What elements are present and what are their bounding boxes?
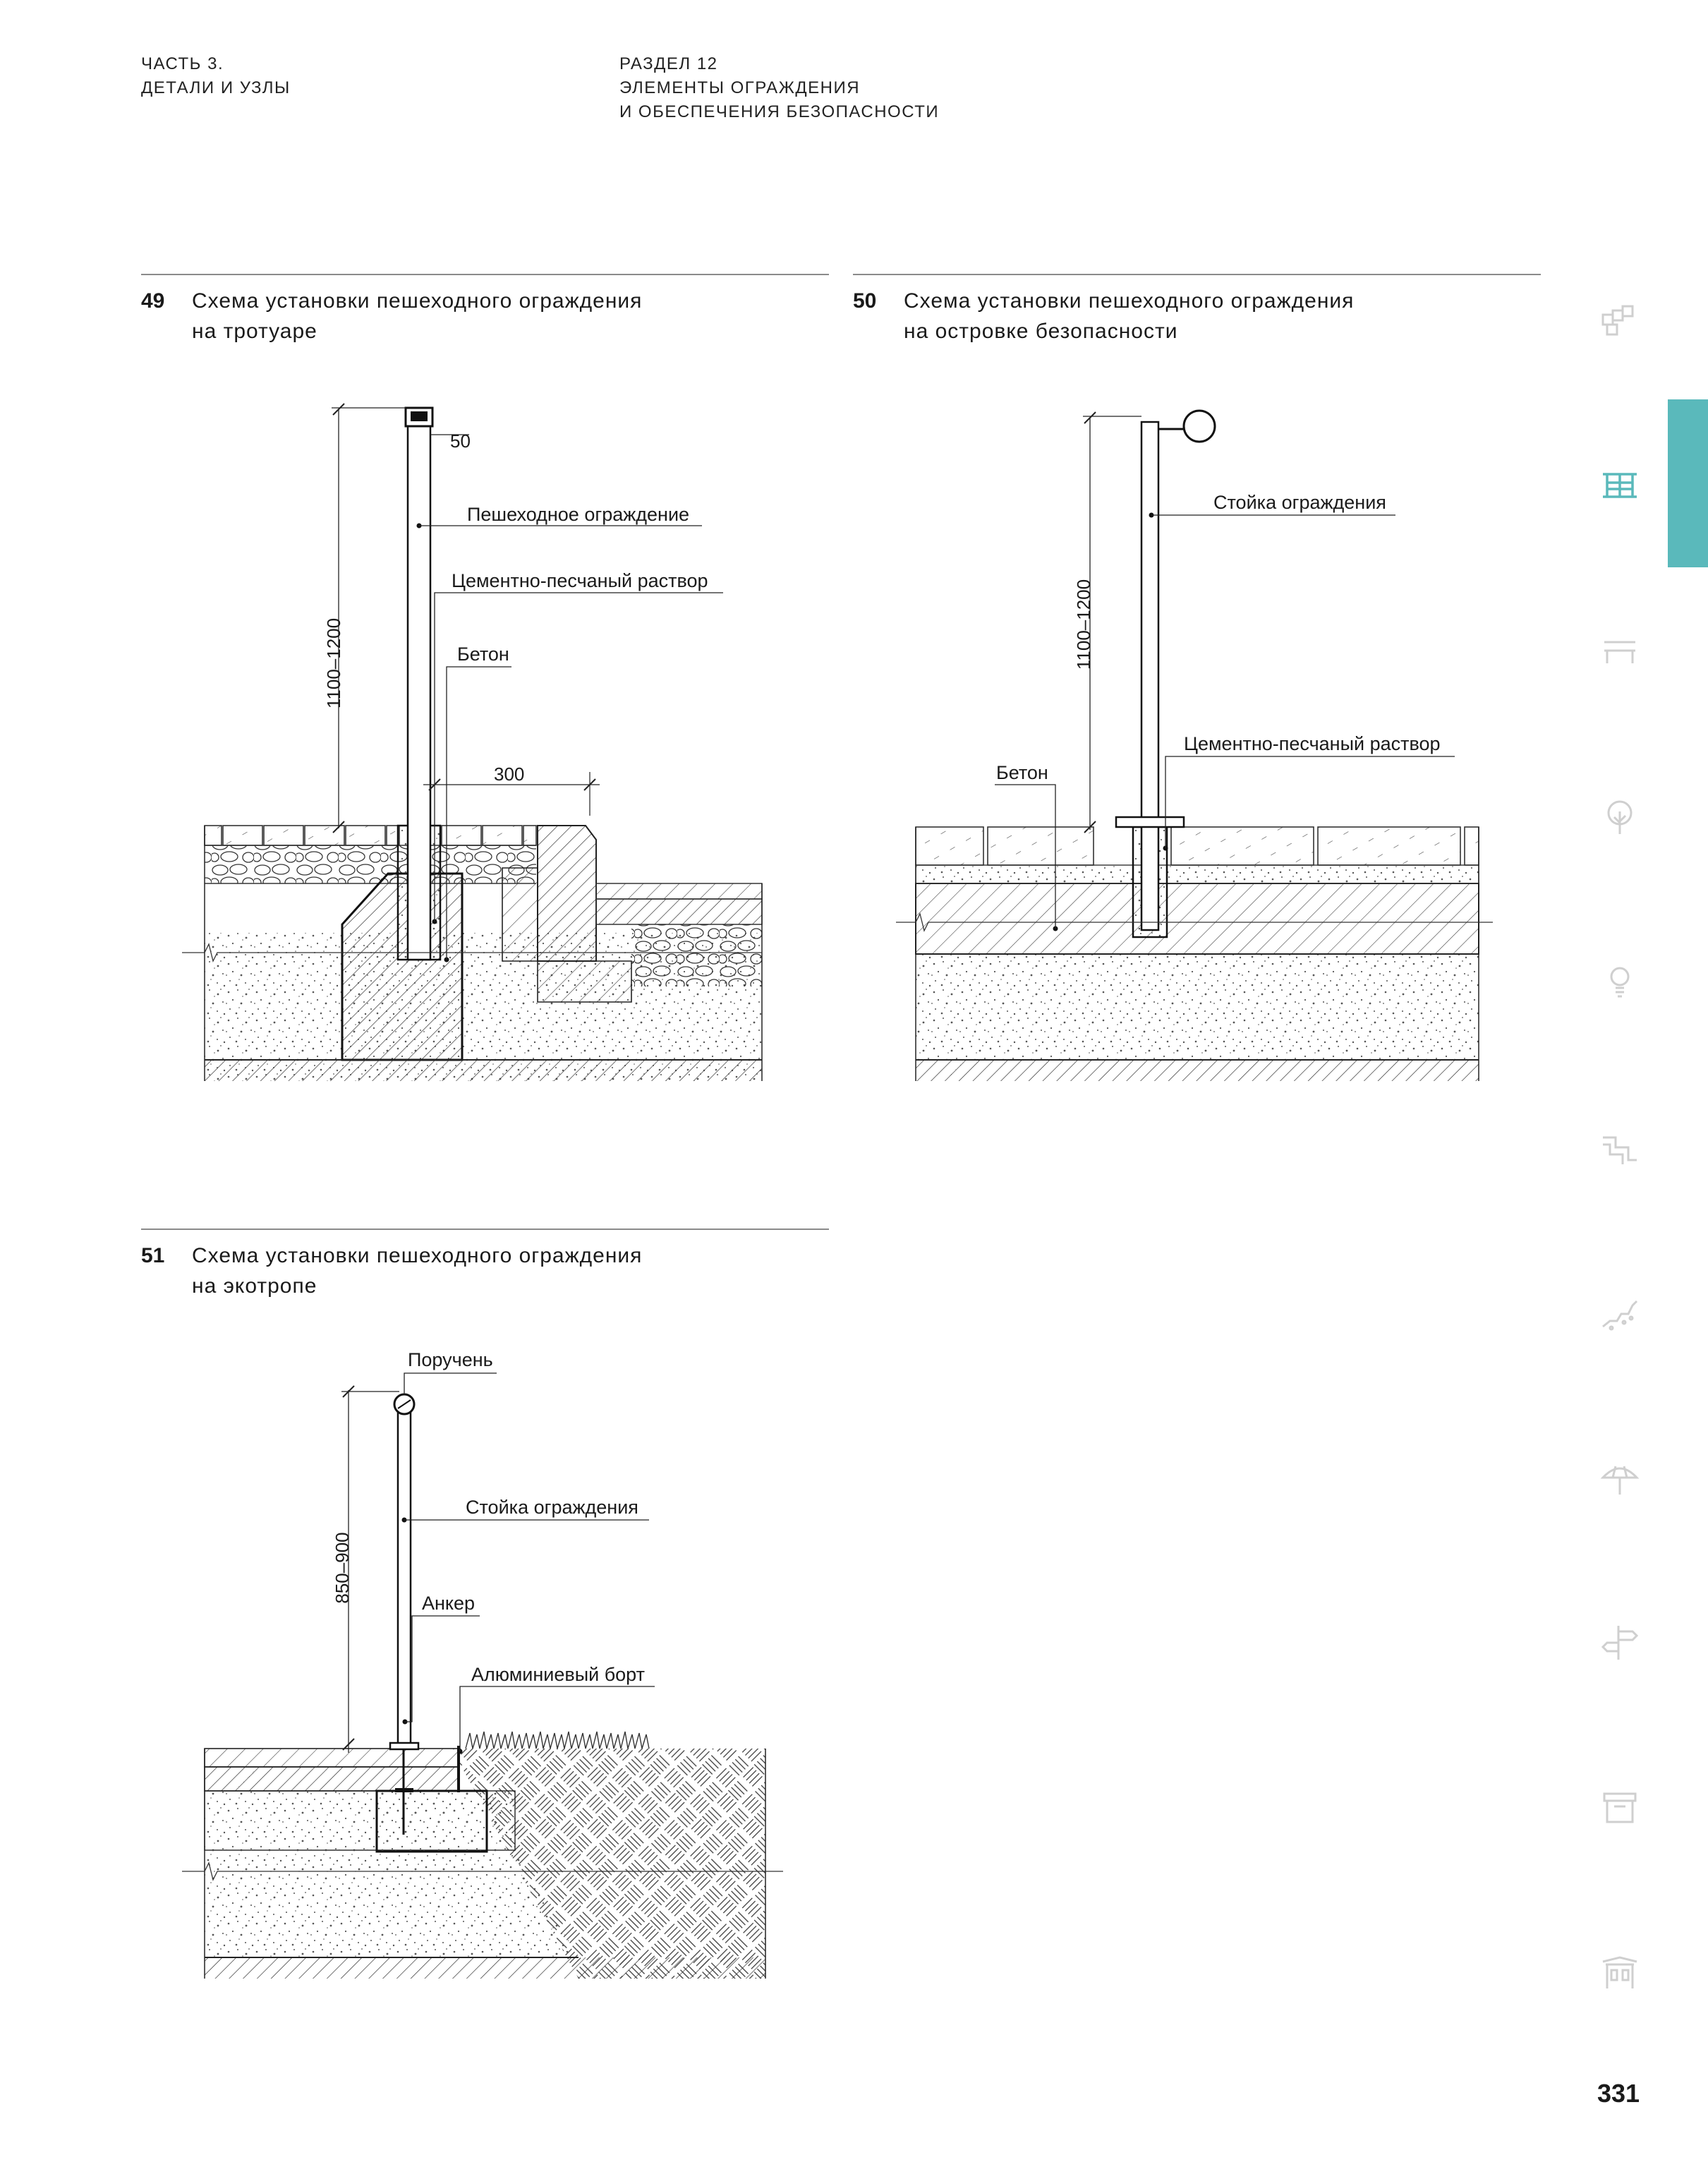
post-base-plate [389,1742,420,1751]
label-post: Стойка ограждения [466,1497,638,1518]
figure-number: 51 [141,1244,165,1267]
bin-icon[interactable] [1600,1788,1640,1828]
header-section-line: РАЗДЕЛ 12 [619,54,718,73]
umbrella-icon[interactable] [1600,1458,1640,1497]
grass [465,1731,650,1749]
shelter-icon[interactable] [1600,1953,1640,1993]
figure-number: 49 [141,289,165,313]
header-part-line: ДЕТАЛИ И УЗЛЫ [141,78,291,97]
figure-title: Схема установки пешеходного ограждения н… [904,286,1354,346]
running-header-section: РАЗДЕЛ 12 ЭЛЕМЕНТЫ ОГРАЖДЕНИЯ И ОБЕСПЕЧЕ… [619,52,939,124]
label-anchor: Анкер [422,1593,475,1614]
dimension-offset: 300 [494,763,524,785]
bench-icon[interactable] [1600,632,1640,672]
figure-number: 50 [853,289,877,313]
signpost-icon[interactable] [1600,1623,1640,1662]
geogrid-soil [452,1749,765,1979]
dimension-height: 1100–1200 [323,618,344,708]
header-section-line: И ОБЕСПЕЧЕНИЯ БЕЗОПАСНОСТИ [619,102,940,121]
handrail-ball [1182,409,1216,443]
figure-divider [141,1229,829,1230]
running-header-part: ЧАСТЬ 3. ДЕТАЛИ И УЗЛЫ [141,52,291,100]
figure-title: Схема установки пешеходного ограждения н… [192,1241,642,1301]
page-number: 331 [1597,2079,1640,2108]
fence-post [1140,421,1160,931]
label-fence: Пешеходное ограждение [467,504,689,525]
header-part-line: ЧАСТЬ 3. [141,54,224,73]
pipe-icon[interactable] [1600,1128,1640,1167]
figure-51-drawing: 850–900 Поручень Стойка ограждения Анкер… [182,1349,783,1979]
gravel-layer [205,845,536,883]
label-concrete: Бетон [457,644,509,665]
tree-icon[interactable] [1600,797,1640,837]
figure-title: Схема установки пешеходного ограждения н… [192,286,642,346]
label-handrail: Поручень [408,1349,493,1370]
label-mortar: Цементно-песчаный раствор [1184,733,1441,754]
figure-title-line: Схема установки пешеходного ограждения [192,289,643,313]
stairs-icon[interactable] [1600,1293,1640,1332]
dimension-height: 1100–1200 [1073,579,1094,670]
gravel-layer [631,924,762,986]
header-section-line: ЭЛЕМЕНТЫ ОГРАЖДЕНИЯ [619,78,861,97]
label-concrete: Бетон [996,762,1048,783]
figure-49-drawing: 1100–1200 50 300 Пешеходное ограждение Ц… [182,403,763,1081]
concrete-block [375,1789,488,1853]
figure-divider [853,274,1541,275]
label-post: Стойка ограждения [1213,492,1386,513]
road-surface [595,883,763,900]
figure-divider [141,274,829,275]
post-cap [404,406,434,428]
curb-foundation [502,867,632,1003]
path-base [204,1766,459,1792]
road-base [595,898,763,925]
figure-title-line: Схема установки пешеходного ограждения [904,289,1355,313]
paving-icon[interactable] [1600,301,1640,340]
paving-tiles [204,825,537,846]
fence-post [396,1403,412,1749]
post-cap-slot [411,411,428,421]
dimension-post-width: 50 [450,430,471,452]
fence-post [406,416,432,961]
figure-title-line: на тротуаре [192,320,317,343]
figure-title-line: на экотропе [192,1274,317,1298]
figure-title-line: Схема установки пешеходного ограждения [192,1244,643,1267]
curb-stone [537,825,597,962]
path-surface [204,1748,459,1768]
section-tab-active[interactable] [1668,399,1708,567]
figure-50-drawing: 1100–1200 Стойка ограждения Цементно-пес… [896,409,1493,1081]
label-mortar: Цементно-песчаный раствор [452,570,708,591]
lamp-icon[interactable] [1600,962,1640,1002]
figure-title-line: на островке безопасности [904,320,1178,343]
mortar-bed [915,864,1479,884]
concrete-slab [915,883,1479,955]
sand-base-layer [916,954,1479,1060]
sand-base-layer [205,1850,579,1957]
post-base-plate [1115,816,1185,828]
fence-icon[interactable] [1600,466,1640,505]
paving-tiles [915,826,1479,866]
label-border: Алюминиевый борт [471,1664,645,1685]
dimension-height: 850–900 [332,1532,353,1603]
